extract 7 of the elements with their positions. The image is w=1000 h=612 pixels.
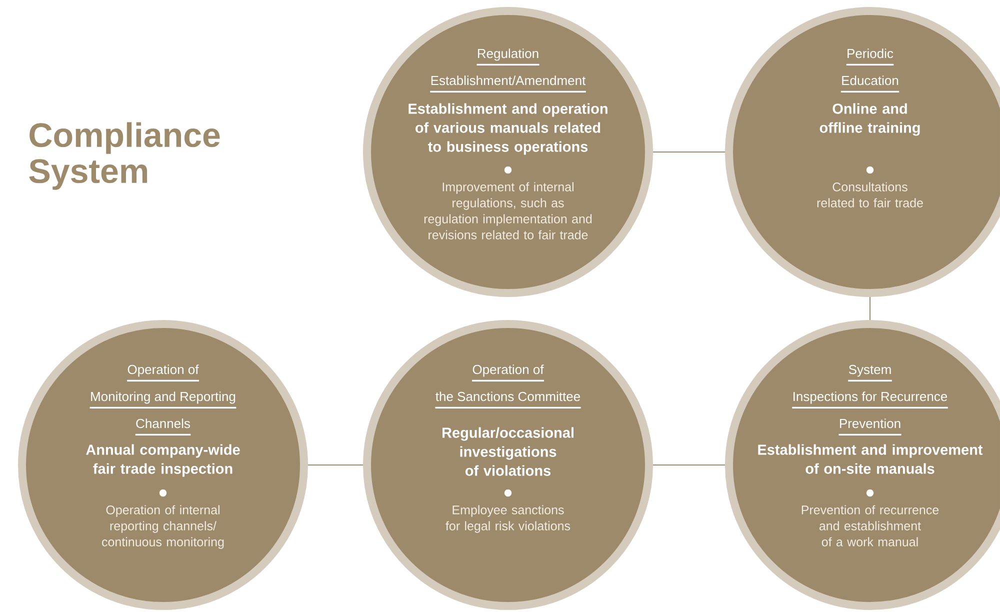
connector-line xyxy=(308,464,364,466)
connector-line xyxy=(652,464,726,466)
body-text: Establishment and operation of various manuals related to business operations xyxy=(408,103,608,155)
description-text: Improvement of internal regulations, such as regulation implementation and revisions related to fair trade xyxy=(424,182,592,240)
heading: Regulation xyxy=(476,48,540,66)
heading: Establishment/Amendment xyxy=(430,76,586,92)
title: Compliance System xyxy=(29,122,220,190)
